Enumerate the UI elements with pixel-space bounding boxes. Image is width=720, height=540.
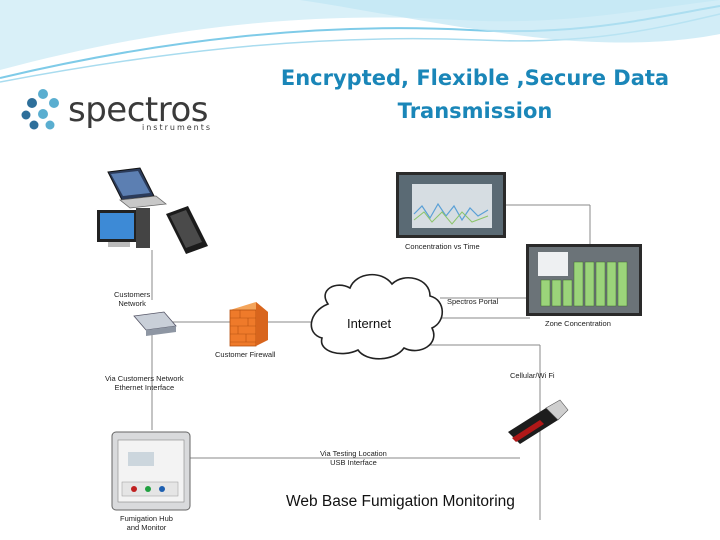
slide-title-line1: Encrypted, Flexible ,Secure Data xyxy=(280,66,670,90)
zone-concentration-screenshot xyxy=(526,244,642,316)
smartphone-icon xyxy=(166,206,208,254)
cellular-wifi-label: Cellular/Wi Fi xyxy=(510,371,555,380)
internet-label: Internet xyxy=(347,316,392,331)
internet-cloud-icon xyxy=(310,273,444,360)
firewall-icon xyxy=(229,302,268,347)
via-testing-location-label: Via Testing Location USB Interface xyxy=(320,449,387,467)
zone-concentration-label: Zone Concentration xyxy=(545,319,611,328)
spectros-logo: spectros instruments xyxy=(20,88,220,138)
logo-dots-icon xyxy=(21,89,59,130)
via-customers-network-label: Via Customers Network Ethernet Interface xyxy=(105,374,184,392)
fumigation-hub-label: Fumigation Hub and Monitor xyxy=(120,514,173,532)
usb-drive-icon xyxy=(508,399,569,444)
customers-network-label: Customers Network xyxy=(114,290,151,308)
concentration-vs-time-label: Concentration vs Time xyxy=(405,242,480,251)
logo-subtitle: instruments xyxy=(142,123,213,132)
concentration-chart-screenshot xyxy=(396,172,506,238)
fumigation-hub-icon xyxy=(111,431,191,511)
diagram-caption: Web Base Fumigation Monitoring xyxy=(286,493,515,510)
slide-title-line2: Transmission xyxy=(397,99,553,123)
spectros-portal-label: Spectros Portal xyxy=(447,297,499,306)
logo-wordmark: spectros xyxy=(68,90,209,130)
connection-lines xyxy=(151,204,591,520)
laptop-icon xyxy=(107,167,168,209)
desktop-computer-icon xyxy=(97,208,150,248)
header-wave-decoration xyxy=(0,0,720,83)
network-switch-icon xyxy=(133,311,177,336)
slide-title: Encrypted, Flexible ,Secure Data Transmi… xyxy=(262,62,688,128)
customer-firewall-label: Customer Firewall xyxy=(215,350,276,359)
